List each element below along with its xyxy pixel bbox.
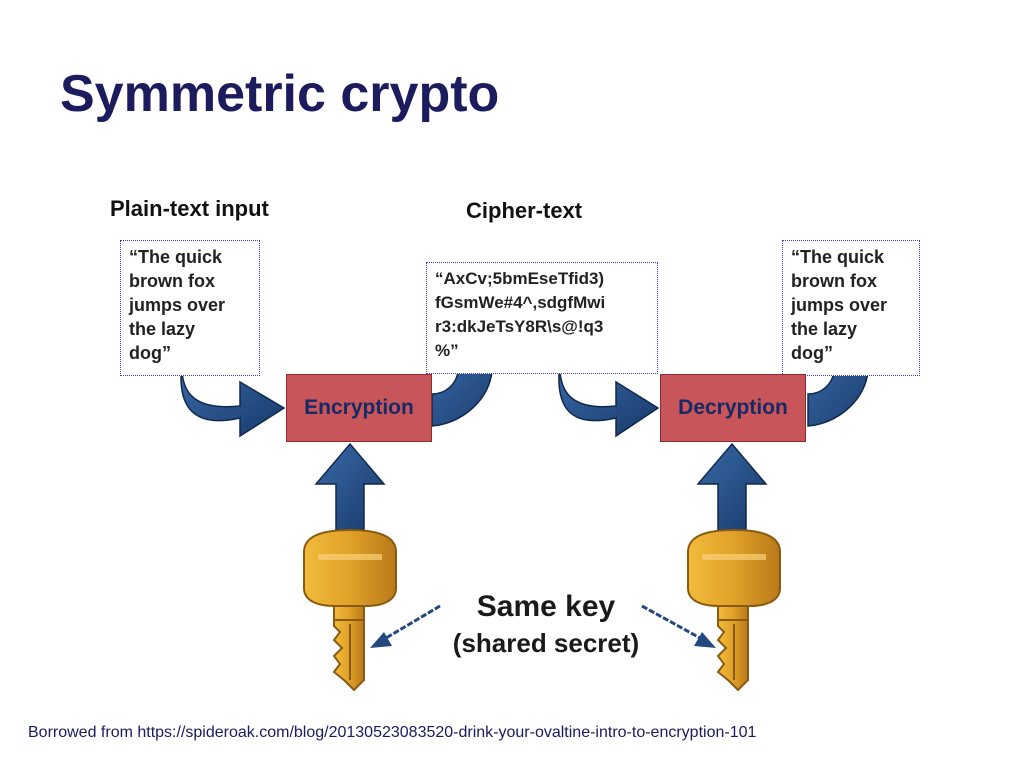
curved-arrow-icon — [180, 361, 286, 438]
up-arrow-icon — [696, 442, 768, 531]
plaintext-label: Plain-text input — [110, 196, 269, 221]
plaintext-box: “The quick brown fox jumps over the lazy… — [120, 240, 260, 376]
key-icon — [687, 528, 781, 692]
ciphertext-label: Cipher-text — [466, 198, 583, 223]
pointer-arrow-icon — [641, 604, 716, 648]
key-caption: Same key (shared secret) — [432, 590, 660, 659]
source-credit: Borrowed from https://spideroak.com/blog… — [28, 724, 757, 741]
up-arrow-icon — [314, 442, 386, 531]
encryption-box: Encryption — [286, 374, 432, 442]
slide-title: Symmetric crypto — [60, 65, 500, 123]
curved-arrow-icon — [558, 361, 660, 438]
key-icon — [303, 528, 397, 692]
decryption-box: Decryption — [660, 374, 806, 442]
key-caption-title: Same key — [476, 590, 616, 623]
decrypted-box: “The quick brown fox jumps over the lazy… — [782, 240, 920, 376]
ciphertext-box: “AxCv;5bmEseTfid3) fGsmWe#4^,sdgfMwi r3:… — [426, 262, 658, 374]
key-caption-subtitle: (shared secret) — [452, 628, 640, 658]
pointer-arrow-icon — [370, 604, 441, 648]
